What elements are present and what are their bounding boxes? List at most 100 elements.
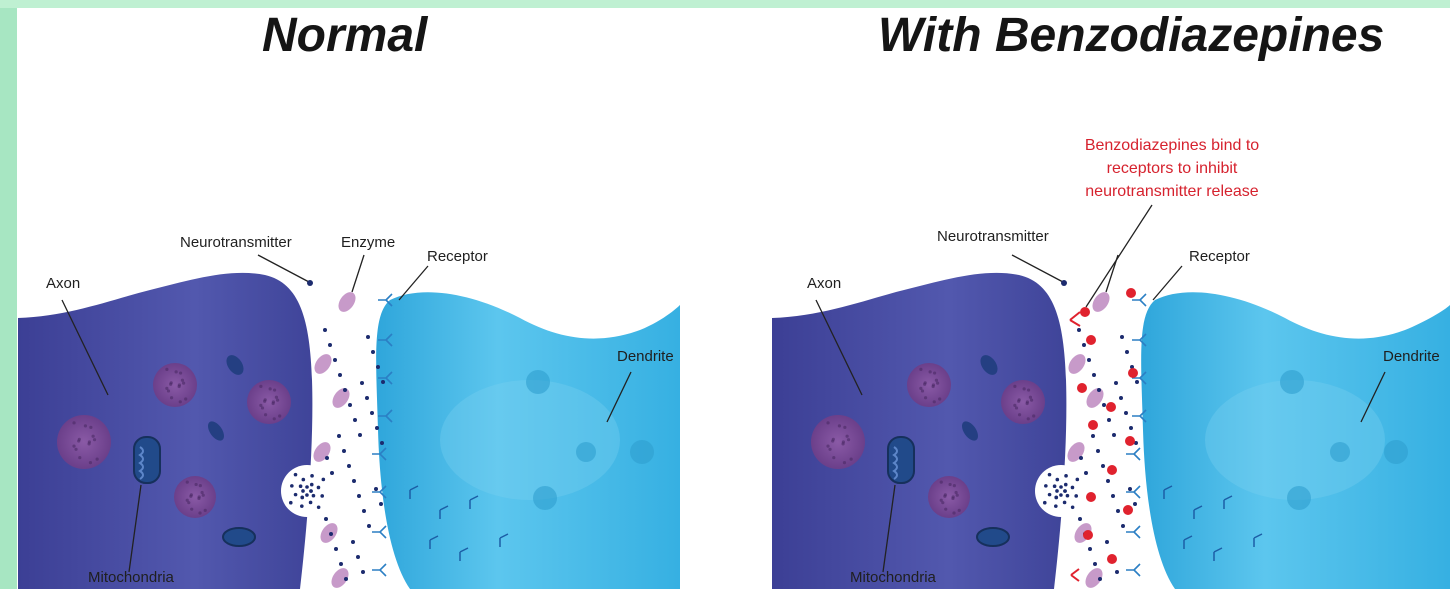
neurotransmitter-dot <box>337 434 341 438</box>
benzodiazepine-molecule <box>1086 335 1096 345</box>
benzodiazepine-molecule <box>1086 492 1096 502</box>
vesicle-speckle <box>940 499 943 502</box>
neurotransmitter-dot <box>329 532 333 536</box>
neurotransmitter-dot <box>300 504 304 508</box>
neurotransmitter-dot <box>1115 570 1119 574</box>
vesicle-speckle <box>1018 413 1021 416</box>
benzodiazepine-molecule <box>1107 554 1117 564</box>
vesicle-speckle <box>933 371 936 374</box>
vesicle-speckle <box>938 397 941 400</box>
vesicle-speckle <box>179 371 182 374</box>
dendrite-organelle <box>630 440 654 464</box>
vesicle-speckle <box>87 442 90 445</box>
enzyme <box>329 385 353 411</box>
vesicle-speckle <box>826 445 829 448</box>
vesicle-speckle <box>940 480 943 483</box>
neurotransmitter-dot <box>1105 540 1109 544</box>
enzyme <box>311 351 335 377</box>
neurotransmitter-dot <box>366 335 370 339</box>
vesicle-speckle <box>929 370 932 373</box>
vesicle-speckle <box>175 370 178 373</box>
neurotransmitter-dot <box>1121 524 1125 528</box>
label-mitochondria: Mitochondria <box>88 569 174 587</box>
vesicle-speckle <box>272 402 275 405</box>
neurotransmitter-dot <box>334 547 338 551</box>
neurotransmitter-dot <box>375 426 379 430</box>
neurotransmitter-dot <box>1074 494 1078 498</box>
vesicle-speckle <box>951 497 954 500</box>
dendrite-organelle <box>1330 442 1350 462</box>
neurotransmitter-dot <box>1077 328 1081 332</box>
benzodiazepine-molecule <box>1128 368 1138 378</box>
annotation-line: Benzodiazepines bind to <box>1052 134 1292 157</box>
neurotransmitter-dot <box>348 403 352 407</box>
vesicle-speckle <box>956 494 959 497</box>
neurotransmitter-dot <box>338 373 342 377</box>
annotation-leader <box>1086 205 1152 307</box>
neurotransmitter-dot <box>343 388 347 392</box>
enzyme <box>1082 565 1106 589</box>
neurotransmitter-dot <box>1128 487 1132 491</box>
neurotransmitter-dot <box>1107 418 1111 422</box>
vesicle <box>907 363 951 407</box>
neurotransmitter-dot <box>1044 484 1048 488</box>
label-enzyme: Enzyme <box>341 234 395 252</box>
benzodiazepine-molecule <box>1083 530 1093 540</box>
panel-benzodiazepines <box>772 273 1450 589</box>
neurotransmitter-dot <box>380 441 384 445</box>
neurotransmitter-dot <box>309 489 313 493</box>
neurotransmitter-dot <box>376 365 380 369</box>
vesicle-speckle <box>199 484 202 487</box>
vesicle-speckle <box>843 461 846 464</box>
vesicle-speckle <box>269 387 272 390</box>
vesicle-speckle <box>178 385 181 388</box>
neurotransmitter-dot <box>374 487 378 491</box>
label-neurotransmitter: Neurotransmitter <box>937 228 1049 246</box>
neurotransmitter-dot <box>294 493 298 497</box>
neurotransmitter-dot <box>361 570 365 574</box>
label-dendrite: Dendrite <box>1383 348 1440 366</box>
dendrite-highlight <box>440 380 620 500</box>
neurotransmitter-dot <box>1063 489 1067 493</box>
vesicle-speckle <box>78 456 81 459</box>
vesicle-speckle <box>204 509 207 512</box>
vesicle-speckle <box>944 493 947 496</box>
neurotransmitter-dot <box>1092 373 1096 377</box>
vesicle-speckle <box>179 400 182 403</box>
neurotransmitter-dot <box>1053 484 1057 488</box>
vesicle-speckle <box>182 382 185 385</box>
neurotransmitter-dot <box>310 483 314 487</box>
dendrite-organelle <box>1287 486 1311 510</box>
enzyme-leader <box>352 255 364 292</box>
vesicle-speckle <box>186 499 189 502</box>
vesicle-speckle <box>838 424 841 427</box>
vesicle-speckle <box>935 379 938 382</box>
vesicle-speckle <box>832 456 835 459</box>
neurotransmitter-dot <box>351 540 355 544</box>
neurotransmitter-dot <box>1116 509 1120 513</box>
neurotransmitter-dot <box>353 418 357 422</box>
neurotransmitter-dot <box>289 501 293 505</box>
benzodiazepine-molecule <box>1107 465 1117 475</box>
neurotransmitter-dot <box>1084 471 1088 475</box>
neurotransmitter-dot <box>1102 403 1106 407</box>
vesicle-speckle <box>93 438 96 441</box>
label-receptor: Receptor <box>427 248 488 266</box>
neurotransmitter-dot <box>317 505 321 509</box>
neurotransmitter-dot <box>1048 493 1052 497</box>
neurotransmitter-dot <box>1098 577 1102 581</box>
neurotransmitter-dot <box>362 509 366 513</box>
panel-title-normal: Normal <box>262 8 427 63</box>
vesicle-speckle <box>276 399 279 402</box>
vesicle-speckle <box>259 385 262 388</box>
vesicle-speckle <box>72 421 75 424</box>
vesicle <box>811 415 865 469</box>
neurotransmitter-dot <box>1079 456 1083 460</box>
neurotransmitter-dot <box>309 501 313 505</box>
enzyme <box>1065 351 1089 377</box>
panel-normal <box>18 273 680 589</box>
vesicle-speckle <box>74 448 77 451</box>
neurotransmitter-dot <box>307 280 313 286</box>
neurotransmitter-dot <box>1056 478 1060 482</box>
vesicle-speckle <box>919 368 922 371</box>
